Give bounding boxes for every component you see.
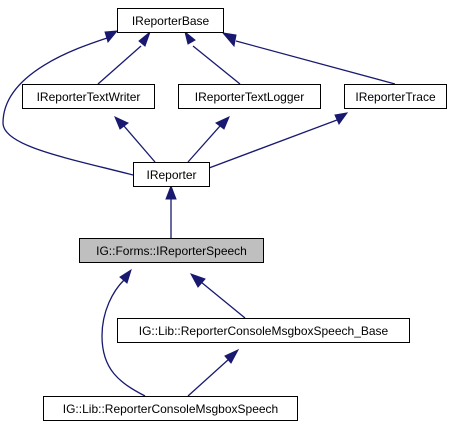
edge-line [123, 125, 156, 163]
edge-line [2, 37, 134, 176]
inheritance-edge-console_msgbox_speech-to-ireporter_speech [101, 268, 146, 397]
inheritance-edge-ireporter_text_writer-to-ireporter_base [97, 30, 152, 85]
edge-arrowhead [184, 30, 196, 45]
inheritance-edge-ireporter_text_logger-to-ireporter_base [184, 30, 241, 85]
class-node-box [79, 238, 264, 263]
inheritance-edge-ireporter-to-ireporter_text_writer [114, 116, 156, 163]
class-node-label: IReporterBase [132, 14, 210, 28]
class-node-box [43, 396, 298, 421]
edge-line [187, 358, 230, 397]
class-node-label: IG::Lib::ReporterConsoleMsgboxSpeech [63, 402, 278, 416]
edge-arrowhead [138, 30, 152, 47]
edge-line [101, 279, 146, 397]
edge-arrowhead [221, 32, 237, 48]
inheritance-edge-ireporter_speech-to-ireporter [165, 184, 177, 238]
edge-line [192, 45, 241, 85]
class-node-ireporter_speech: IG::Forms::IReporterSpeech [79, 238, 264, 263]
edge-line [208, 119, 338, 169]
class-node-label: IG::Lib::ReporterConsoleMsgboxSpeech_Bas… [139, 324, 389, 338]
inheritance-edge-console_msgbox_speech-to-console_msgbox_speech_base [187, 348, 240, 397]
edge-arrowhead [224, 348, 240, 364]
class-node-label: IG::Forms::IReporterSpeech [96, 244, 247, 258]
edge-arrowhead [119, 268, 132, 284]
class-node-box [117, 318, 410, 343]
inheritance-edge-ireporter-to-ireporter_text_logger [187, 116, 230, 163]
edge-line [200, 281, 246, 319]
class-node-ireporter_text_logger[interactable]: IReporterTextLogger [178, 84, 321, 109]
edge-arrowhead [114, 116, 129, 130]
inheritance-edge-ireporter-to-ireporter_base [2, 30, 134, 176]
inheritance-edge-ireporter_trace-to-ireporter_base [221, 32, 396, 85]
edge-arrowhead [104, 30, 119, 44]
class-node-ireporter_base[interactable]: IReporterBase [117, 8, 224, 33]
edges-layer [2, 30, 396, 397]
class-node-box [117, 8, 224, 33]
edge-arrowhead [334, 112, 349, 125]
edge-arrowhead [215, 116, 230, 130]
class-node-label: IReporterTrace [355, 90, 436, 104]
class-node-ireporter[interactable]: IReporter [133, 162, 210, 187]
edge-arrowhead [165, 184, 177, 200]
class-node-box [344, 84, 447, 109]
inheritance-edge-console_msgbox_speech_base-to-ireporter_speech [189, 273, 246, 319]
class-node-box [178, 84, 321, 109]
class-node-label: IReporter [146, 168, 196, 182]
class-node-ireporter_text_writer[interactable]: IReporterTextWriter [22, 84, 155, 109]
edge-arrowhead [189, 273, 206, 288]
inheritance-edge-ireporter-to-ireporter_trace [208, 112, 349, 169]
edge-line [187, 125, 221, 163]
edge-line [97, 45, 142, 85]
class-node-box [133, 162, 210, 187]
class-node-label: IReporterTextLogger [195, 90, 304, 104]
class-node-ireporter_trace[interactable]: IReporterTrace [344, 84, 447, 109]
edge-line [235, 40, 396, 85]
class-node-label: IReporterTextWriter [37, 90, 141, 104]
class-node-box [22, 84, 155, 109]
class-node-console_msgbox_speech[interactable]: IG::Lib::ReporterConsoleMsgboxSpeech [43, 396, 298, 421]
class-node-console_msgbox_speech_base[interactable]: IG::Lib::ReporterConsoleMsgboxSpeech_Bas… [117, 318, 410, 343]
